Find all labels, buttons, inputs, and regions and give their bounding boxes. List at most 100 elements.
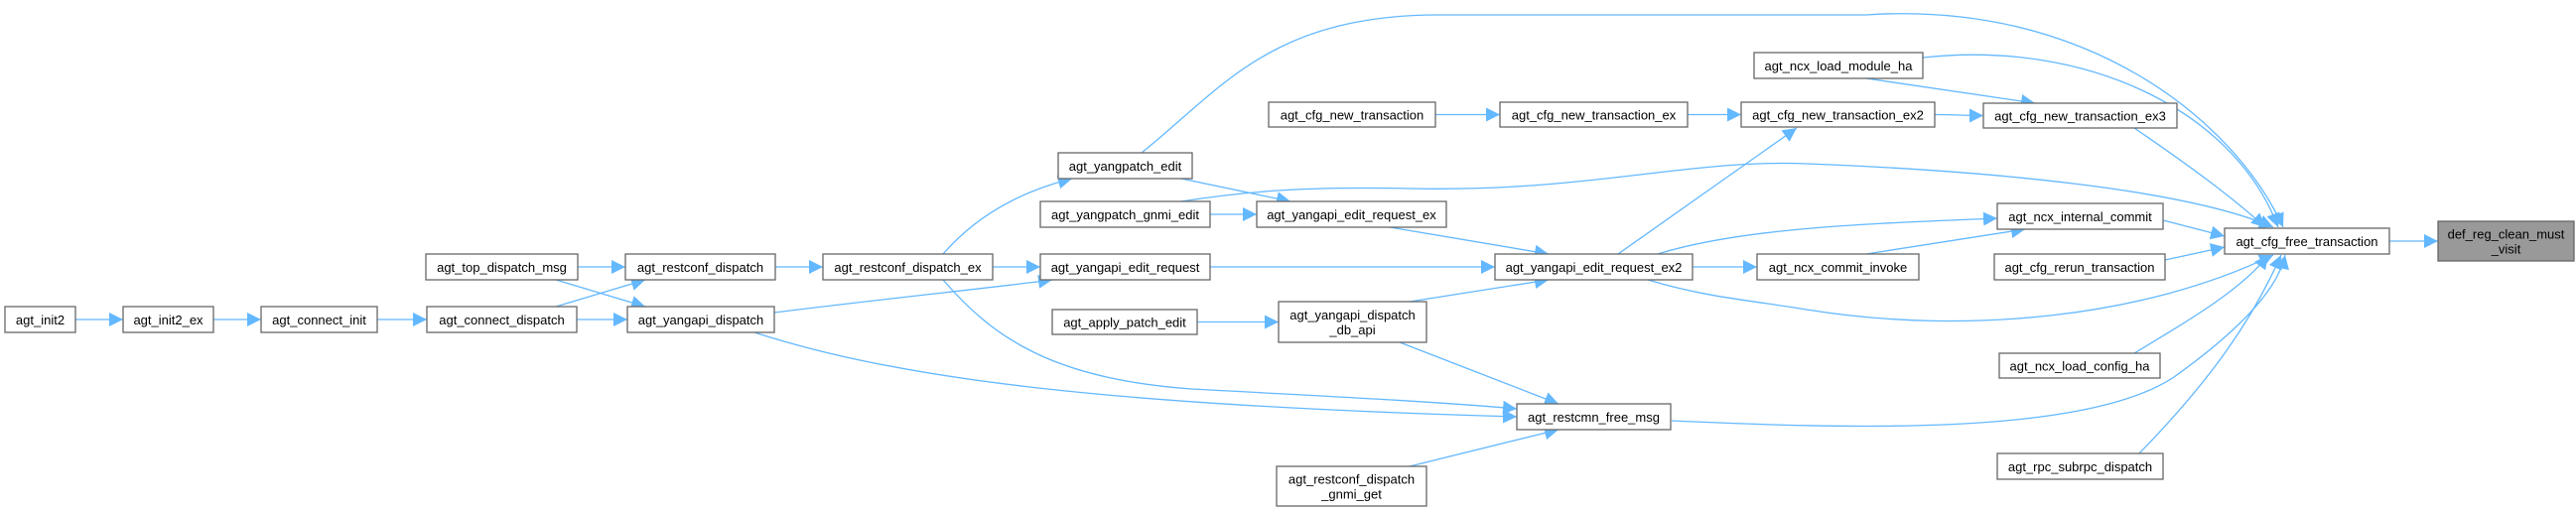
node-box <box>1996 202 2164 230</box>
node-label: agt_yangpatch_gnmi_edit <box>1051 207 1199 222</box>
node-box <box>425 253 579 281</box>
edge-cfg-rerun-transaction-to-cfg-free-transaction <box>2164 243 2226 261</box>
node-label: agt_restcmn_free_msg <box>1528 410 1660 425</box>
node-box <box>426 306 578 333</box>
node-box <box>1740 101 1936 128</box>
node-yangpatch-edit[interactable]: agt_yangpatch_edit <box>1057 152 1193 180</box>
edge-yangpatch-edit-to-yangapi-edit-request-ex <box>1180 178 1291 205</box>
node-box <box>1516 403 1672 431</box>
edge-restconf-dispatch-ex-to-restcmn-free-msg <box>942 279 1518 415</box>
node-yangapi-edit-request[interactable]: agt_yangapi_edit_request <box>1039 253 1211 281</box>
node-ncx-commit-invoke[interactable]: agt_ncx_commit_invoke <box>1756 253 1920 281</box>
node-yangapi-edit-request-ex2[interactable]: agt_yangapi_edit_request_ex2 <box>1494 253 1694 281</box>
node-box <box>1996 452 2164 480</box>
node-label: agt_ncx_commit_invoke <box>1769 260 1907 275</box>
node-cfg-new-transaction-ex[interactable]: agt_cfg_new_transaction_ex <box>1499 101 1689 128</box>
node-box <box>122 306 214 333</box>
node-box <box>1256 200 1447 228</box>
node-label: agt_ncx_internal_commit <box>2008 209 2152 224</box>
node-def-reg-clean-must-visit[interactable]: def_reg_clean_must_visit <box>2437 220 2575 262</box>
edge-top-dispatch-msg-to-yangapi-dispatch <box>555 279 646 310</box>
node-init2[interactable]: agt_init2 <box>4 306 76 333</box>
node-label: agt_ncx_load_module_ha <box>1765 59 1914 73</box>
node-box <box>1051 309 1198 335</box>
edge-cfg-new-transaction-ex3-to-cfg-free-transaction <box>2133 127 2266 228</box>
node-ncx-load-config-ha[interactable]: agt_ncx_load_config_ha <box>1998 352 2161 379</box>
edge-yangapi-dispatch-to-yangapi-edit-request <box>773 274 1053 314</box>
edge-ncx-load-config-ha-to-cfg-free-transaction <box>2133 254 2269 354</box>
node-cfg-free-transaction[interactable]: agt_cfg_free_transaction <box>2224 227 2390 255</box>
node-cfg-new-transaction-ex3[interactable]: agt_cfg_new_transaction_ex3 <box>1982 102 2178 129</box>
node-label: agt_init2 <box>16 313 65 327</box>
edge-cfg-new-transaction-ex2-to-cfg-new-transaction-ex3 <box>1934 108 1984 123</box>
node-label: agt_cfg_new_transaction_ex2 <box>1752 108 1924 123</box>
node-label: agt_apply_patch_edit <box>1063 316 1186 330</box>
node-yangpatch-gnmi-edit[interactable]: agt_yangpatch_gnmi_edit <box>1039 200 1211 228</box>
node-cfg-new-transaction[interactable]: agt_cfg_new_transaction <box>1268 101 1436 128</box>
node-label: def_reg_clean_must <box>2448 227 2565 242</box>
node-label: agt_connect_dispatch <box>439 313 564 327</box>
node-cfg-rerun-transaction[interactable]: agt_cfg_rerun_transaction <box>1993 253 2166 281</box>
edge-ncx-load-module-ha-to-cfg-free-transaction <box>1922 54 2280 228</box>
edge-restconf-dispatch-gnmi-get-to-restcmn-free-msg <box>1409 426 1559 467</box>
node-label: agt_rpc_subrpc_dispatch <box>2008 459 2152 474</box>
node-box <box>624 253 776 281</box>
node-restconf-dispatch[interactable]: agt_restconf_dispatch <box>624 253 776 281</box>
node-yangapi-edit-request-ex[interactable]: agt_yangapi_edit_request_ex <box>1256 200 1447 228</box>
node-connect-init[interactable]: agt_connect_init <box>260 306 378 333</box>
node-label: agt_connect_init <box>272 313 366 327</box>
edge-restcmn-free-msg-to-cfg-free-transaction <box>1671 254 2289 428</box>
node-yangapi-dispatch-db-api[interactable]: agt_yangapi_dispatch_db_api <box>1278 301 1427 343</box>
node-box <box>1998 352 2161 379</box>
node-box <box>1982 102 2178 129</box>
node-label: agt_restconf_dispatch_ex <box>834 260 982 275</box>
node-label: agt_cfg_new_transaction_ex <box>1512 108 1677 123</box>
node-cfg-new-transaction-ex2[interactable]: agt_cfg_new_transaction_ex2 <box>1740 101 1936 128</box>
node-init2-ex[interactable]: agt_init2_ex <box>122 306 214 333</box>
node-rpc-subrpc-dispatch[interactable]: agt_rpc_subrpc_dispatch <box>1996 452 2164 480</box>
node-label: agt_restconf_dispatch <box>637 260 763 275</box>
node-label: agt_yangapi_dispatch <box>638 313 764 327</box>
node-box <box>1753 52 1924 79</box>
edge-ncx-internal-commit-to-cfg-free-transaction <box>2162 219 2226 240</box>
node-ncx-internal-commit[interactable]: agt_ncx_internal_commit <box>1996 202 2164 230</box>
node-label: _gnmi_get <box>1320 487 1382 502</box>
node-label: agt_yangapi_edit_request <box>1051 260 1200 275</box>
node-top-dispatch-msg[interactable]: agt_top_dispatch_msg <box>425 253 579 281</box>
node-box <box>822 253 994 281</box>
node-label: agt_yangapi_dispatch <box>1289 308 1416 322</box>
node-label: agt_yangpatch_edit <box>1069 159 1182 174</box>
node-restconf-dispatch-ex[interactable]: agt_restconf_dispatch_ex <box>822 253 994 281</box>
node-box <box>626 306 775 333</box>
node-box <box>1057 152 1193 180</box>
edge-yangapi-edit-request-ex2-to-cfg-new-transaction-ex2 <box>1617 127 1798 255</box>
edge-restconf-dispatch-ex-to-yangpatch-edit <box>942 175 1073 255</box>
node-label: agt_cfg_new_transaction_ex3 <box>1994 109 2166 124</box>
edges <box>75 13 2438 467</box>
node-yangapi-dispatch[interactable]: agt_yangapi_dispatch <box>626 306 775 333</box>
node-label: agt_top_dispatch_msg <box>437 260 567 275</box>
node-ncx-load-module-ha[interactable]: agt_ncx_load_module_ha <box>1753 52 1924 79</box>
node-label: agt_cfg_new_transaction <box>1281 108 1424 123</box>
node-label: agt_restconf_dispatch <box>1288 472 1415 487</box>
edge-yangapi-dispatch-to-restcmn-free-msg <box>753 331 1518 424</box>
edge-yangapi-edit-request-ex-to-yangapi-edit-request-ex2 <box>1389 226 1550 259</box>
node-box <box>1993 253 2166 281</box>
edge-yangpatch-gnmi-edit-to-cfg-free-transaction <box>1180 162 2274 228</box>
node-box <box>2437 220 2575 262</box>
edge-yangapi-edit-request-ex2-to-ncx-internal-commit <box>1657 211 1998 255</box>
node-restconf-dispatch-gnmi-get[interactable]: agt_restconf_dispatch_gnmi_get <box>1276 465 1427 507</box>
edge-ncx-commit-invoke-to-ncx-internal-commit <box>1865 224 2026 255</box>
node-restcmn-free-msg[interactable]: agt_restcmn_free_msg <box>1516 403 1672 431</box>
node-box <box>1276 465 1427 507</box>
node-box <box>260 306 378 333</box>
node-connect-dispatch[interactable]: agt_connect_dispatch <box>426 306 578 333</box>
node-apply-patch-edit[interactable]: agt_apply_patch_edit <box>1051 309 1198 335</box>
node-box <box>1756 253 1920 281</box>
node-box <box>1039 253 1211 281</box>
edge-rpc-subrpc-dispatch-to-cfg-free-transaction <box>2138 254 2282 454</box>
edge-yangpatch-edit-to-cfg-free-transaction <box>1141 13 2284 228</box>
node-label: agt_init2_ex <box>133 313 203 327</box>
node-label: _db_api <box>1328 322 1375 337</box>
